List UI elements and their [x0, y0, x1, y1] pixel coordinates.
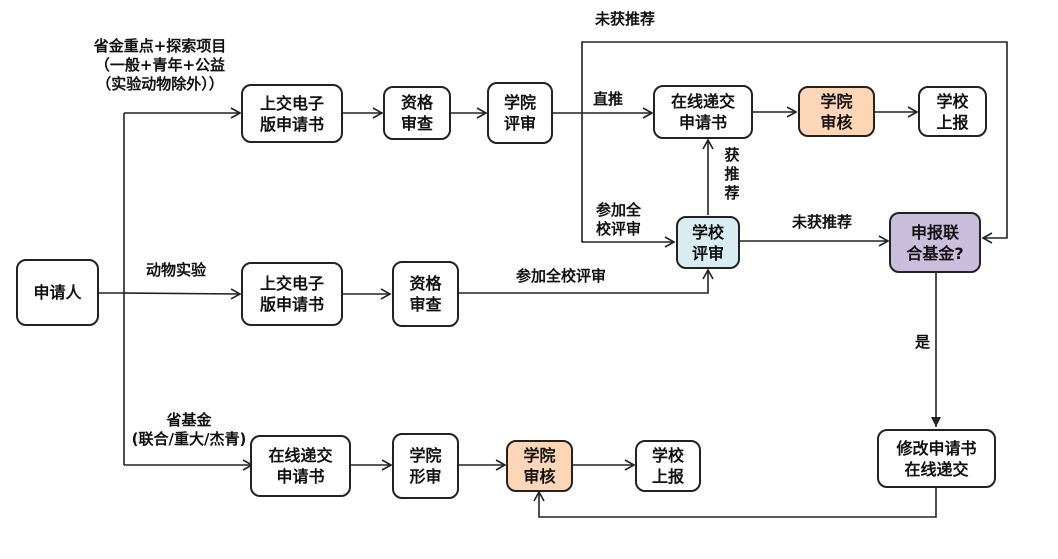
edge-join-school-review-loop [581, 113, 676, 248]
edge-to-r2-upload [123, 288, 242, 300]
label-not-recommended-mid: 未获推荐 [792, 213, 853, 231]
label-join-school-review: 参加全校评审 [516, 267, 607, 285]
label-not-recommended-top: 未获推荐 [595, 10, 656, 28]
node-r1-college-audit[interactable]: 学院 审核 [798, 86, 875, 137]
label-yes: 是 [915, 333, 931, 351]
node-r1-qualification-check[interactable]: 资格 审查 [383, 86, 451, 140]
label-direct-recommend: 直推 [593, 90, 624, 108]
node-r3-college-formal-review[interactable]: 学院 形审 [392, 433, 459, 499]
node-r2-qualification-check[interactable]: 资格 审查 [392, 261, 459, 327]
node-r3-college-audit[interactable]: 学院 审核 [506, 440, 573, 492]
label-branch-provincial: 省基金 (联合/重大/杰青) [131, 411, 247, 448]
label-recommended: 获 推 荐 [724, 146, 740, 202]
node-r3-online-submit[interactable]: 在线递交 申请书 [250, 435, 351, 497]
node-r1-online-submit[interactable]: 在线递交 申请书 [653, 85, 753, 139]
node-r3-school-report[interactable]: 学校 上报 [635, 440, 701, 492]
node-r1-college-review[interactable]: 学院 评审 [487, 82, 553, 144]
node-r2-upload-application[interactable]: 上交电子 版申请书 [241, 262, 343, 326]
node-revise-and-submit[interactable]: 修改申请书 在线递交 [877, 429, 996, 488]
edge-not-recommended-top [581, 41, 1008, 244]
node-joint-fund-decision[interactable]: 申报联 合基金? [889, 212, 981, 273]
node-school-review[interactable]: 学校 评审 [676, 216, 740, 269]
edge-r2-join-school-review [458, 268, 714, 294]
edge-revise-to-audit [533, 487, 937, 518]
label-branch-animal: 动物实验 [146, 261, 207, 279]
node-r1-upload-application[interactable]: 上交电子 版申请书 [241, 84, 343, 143]
label-join-school-review-vertical: 参加全 校评审 [596, 201, 642, 238]
node-applicant[interactable]: 申请人 [16, 259, 99, 326]
node-r1-school-report[interactable]: 学校 上报 [918, 86, 987, 137]
label-branch-key-projects: 省金重点+探索项目 （一般+青年+公益 （实验动物除外）） [93, 37, 227, 93]
